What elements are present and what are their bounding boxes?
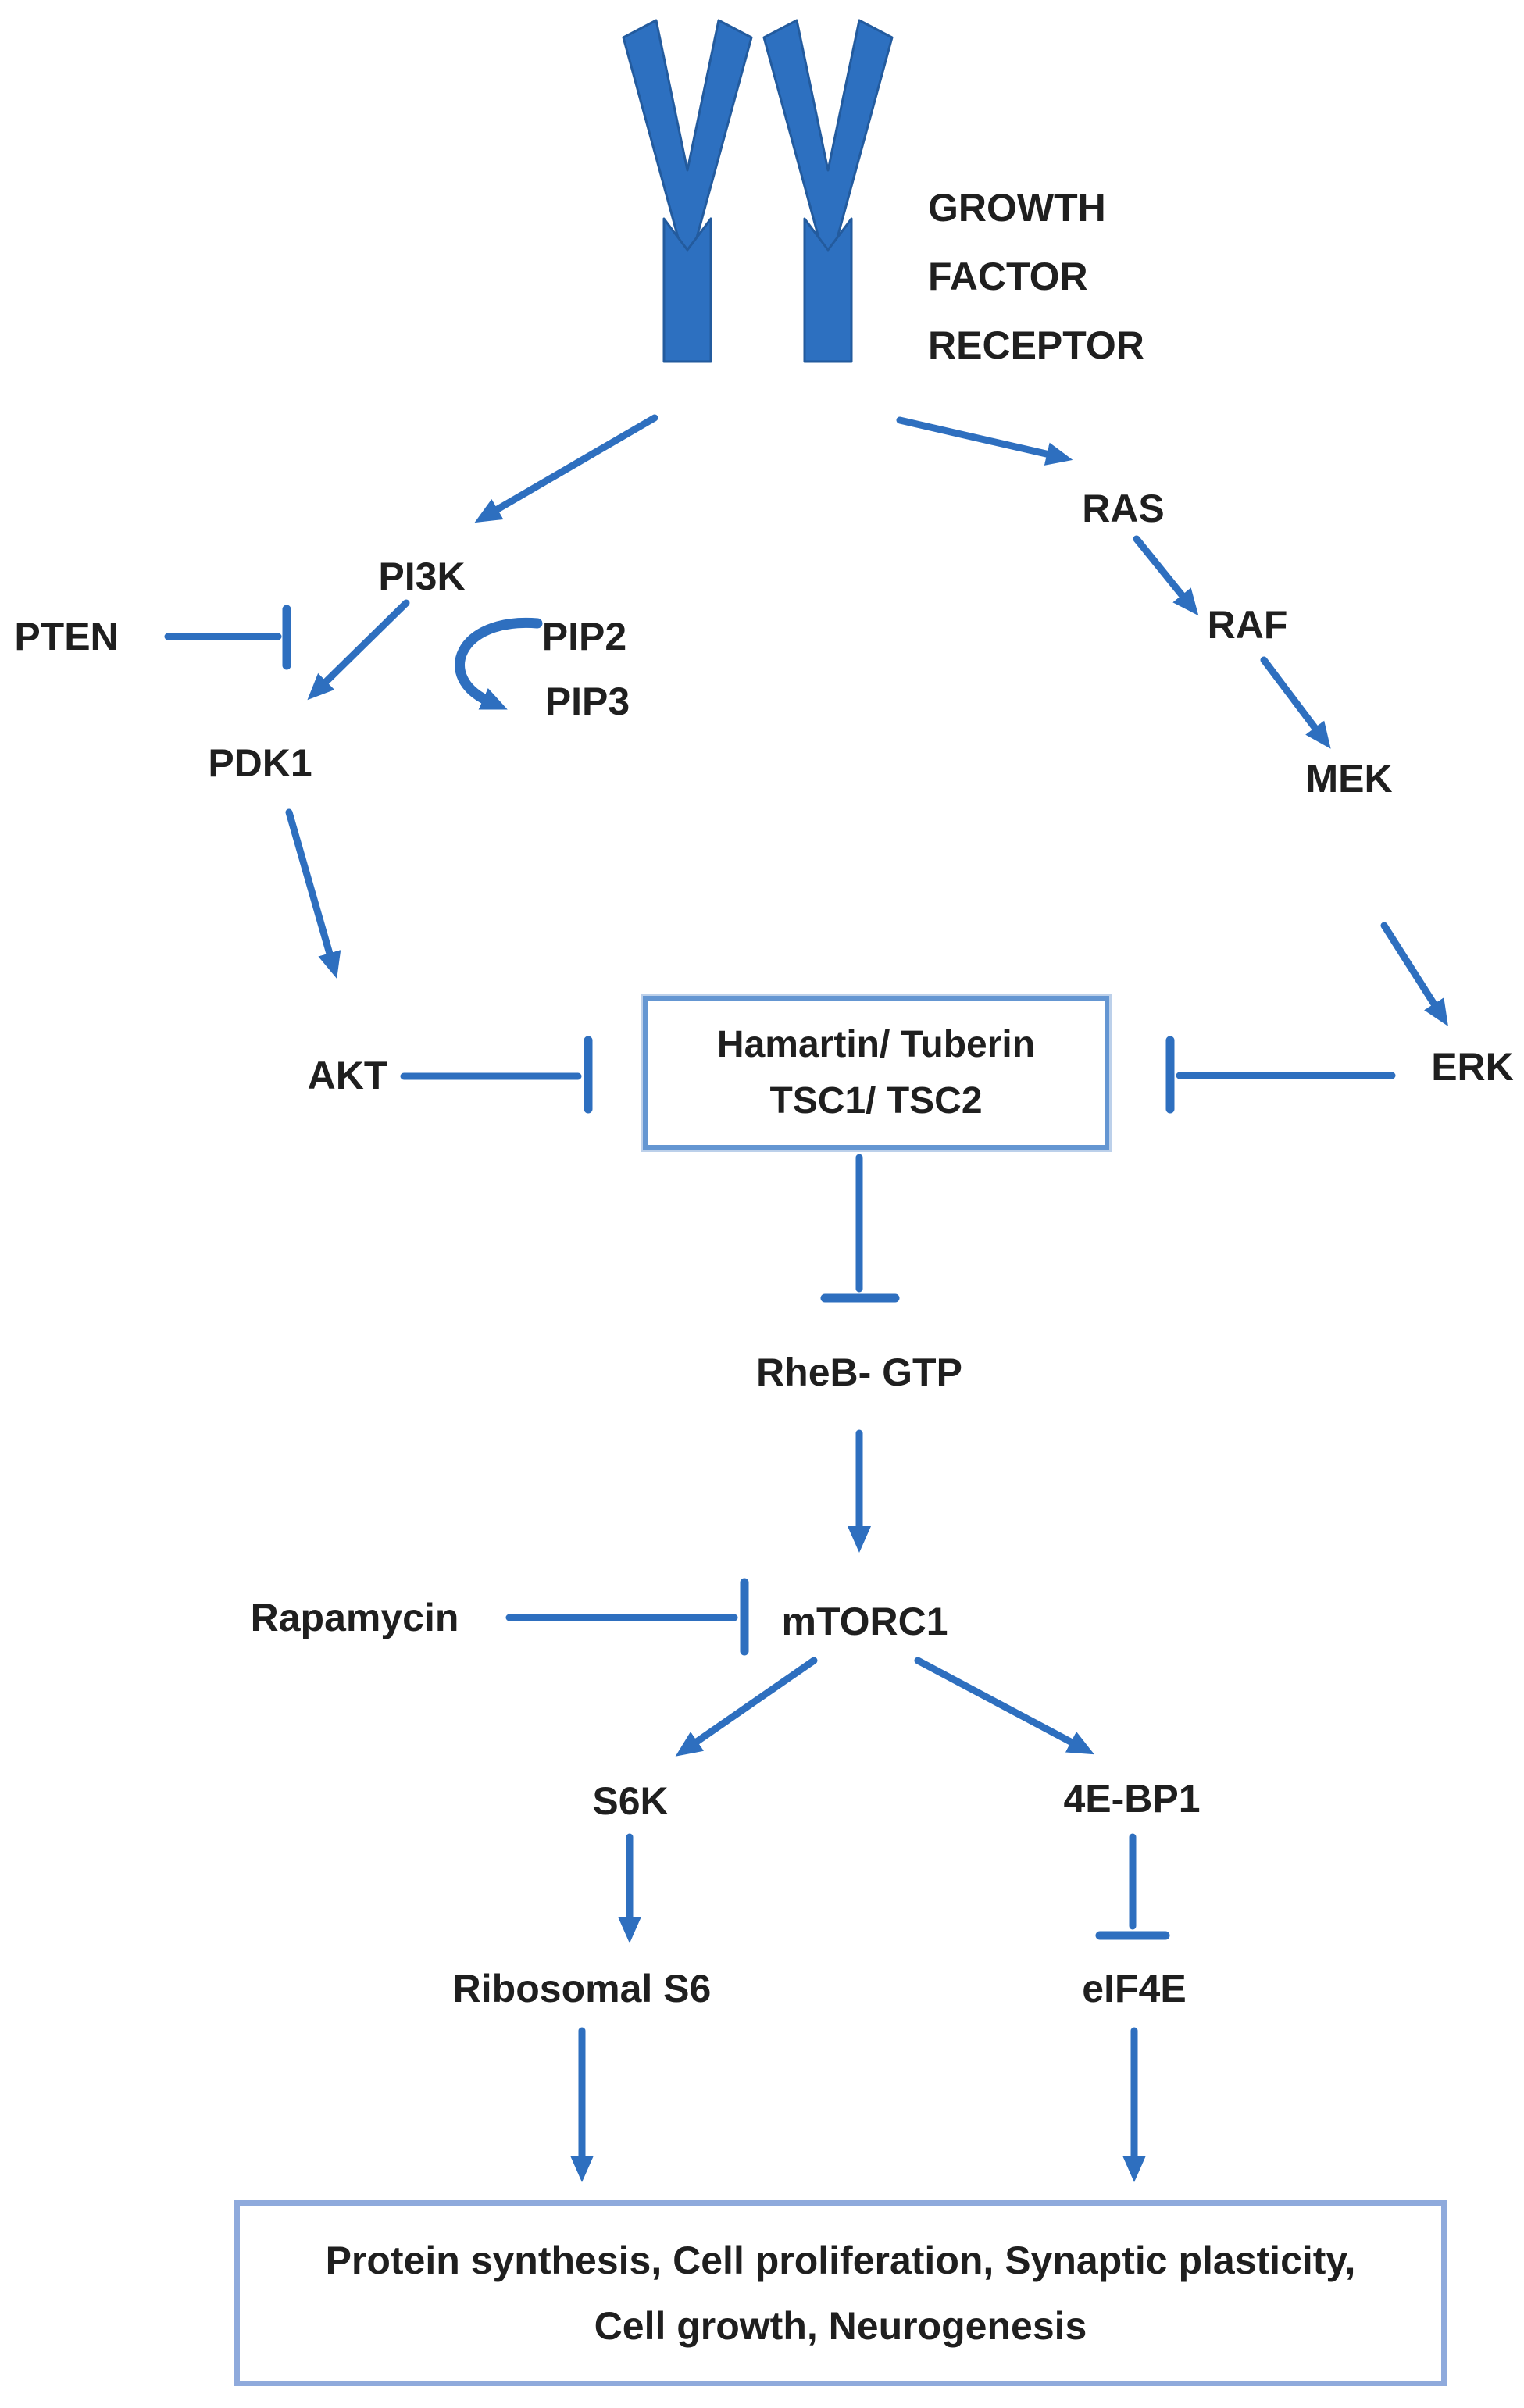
- outcomes-box: Protein synthesis, Cell proliferation, S…: [234, 2200, 1447, 2386]
- arrow-mek-to-erk: [1380, 922, 1448, 1026]
- node-4e-bp1: 4E-BP1: [1063, 1777, 1201, 1821]
- node-pip3: PIP3: [544, 680, 630, 723]
- node-raf: RAF: [1207, 603, 1288, 647]
- node-pi3k: PI3K: [378, 555, 466, 598]
- node-pip2: PIP2: [541, 615, 627, 658]
- outcomes-box-line1: Protein synthesis, Cell proliferation, S…: [325, 2239, 1356, 2282]
- growth-factor-receptor-label: GROWTH FACTOR RECEPTOR: [928, 186, 1144, 367]
- arrow-receptor-to-pi3k: [474, 414, 658, 523]
- tsc-box-line1: Hamartin/ Tuberin: [716, 1023, 1036, 1065]
- node-mtorc1: mTORC1: [781, 1600, 948, 1643]
- node-pdk1: PDK1: [208, 741, 312, 785]
- arrow-receptor-to-ras: [896, 416, 1073, 466]
- arrow-pi3k-to-pdk1: [307, 599, 410, 701]
- outcomes-box-line2: Cell growth, Neurogenesis: [594, 2304, 1087, 2348]
- arrow-mtorc1-to-s6k: [675, 1657, 818, 1757]
- growth-factor-receptor-icon: [622, 19, 894, 363]
- arrow-raf-to-mek: [1260, 656, 1331, 749]
- node-akt: AKT: [307, 1054, 388, 1097]
- node-rheb-gtp: RheB- GTP: [756, 1350, 962, 1394]
- arrow-mtorc1-to-4ebp1: [914, 1657, 1094, 1755]
- arrow-ras-to-raf: [1133, 535, 1199, 616]
- node-ribosomal-s6: Ribosomal S6: [452, 1967, 712, 2010]
- node-erk: ERK: [1431, 1045, 1514, 1089]
- node-pten: PTEN: [14, 615, 119, 658]
- node-mek: MEK: [1305, 757, 1393, 801]
- node-rapamycin: Rapamycin: [250, 1596, 459, 1639]
- arrow-pip2-to-pip3: [455, 617, 543, 710]
- node-ras: RAS: [1082, 487, 1165, 530]
- tsc-box-line2: TSC1/ TSC2: [769, 1079, 983, 1122]
- arrow-pdk1-to-akt: [285, 808, 341, 979]
- node-eif4e: eIF4E: [1082, 1967, 1187, 2010]
- node-s6k: S6K: [592, 1779, 669, 1823]
- tsc1-tsc2-box: Hamartin/ Tuberin TSC1/ TSC2: [643, 996, 1109, 1150]
